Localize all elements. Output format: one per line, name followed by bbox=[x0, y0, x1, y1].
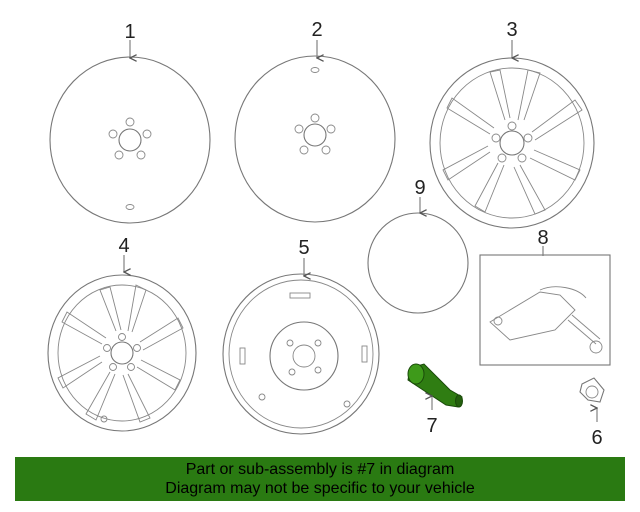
part-7-number: 7 bbox=[426, 415, 437, 437]
parts-diagram: 1 2 3 9 bbox=[47, 19, 611, 449]
part-2-wheel[interactable] bbox=[234, 55, 396, 223]
part-9-weight[interactable] bbox=[367, 212, 469, 314]
part-8-sensor[interactable] bbox=[479, 254, 611, 366]
part-3-wheel[interactable] bbox=[429, 57, 595, 229]
part-6-number: 6 bbox=[591, 427, 602, 449]
part-4-number: 4 bbox=[118, 235, 129, 257]
part-5-wheel[interactable] bbox=[222, 273, 380, 435]
part-1-number: 1 bbox=[124, 21, 135, 43]
part-1-wheel[interactable] bbox=[49, 56, 211, 224]
part-6-cap[interactable] bbox=[579, 377, 605, 403]
banner-line-1: Part or sub-assembly is #7 in diagram bbox=[185, 461, 455, 478]
banner-line-2: Diagram may not be specific to your vehi… bbox=[165, 480, 475, 497]
diagram-notice-banner: Part or sub-assembly is #7 in diagram Di… bbox=[15, 457, 625, 501]
part-8-number: 8 bbox=[537, 227, 548, 249]
part-2-number: 2 bbox=[311, 19, 322, 41]
part-3-number: 3 bbox=[506, 19, 517, 41]
part-7-valve[interactable] bbox=[407, 363, 463, 408]
part-5-number: 5 bbox=[298, 237, 309, 259]
part-4-wheel[interactable] bbox=[47, 274, 197, 432]
part-9-number: 9 bbox=[414, 177, 425, 199]
